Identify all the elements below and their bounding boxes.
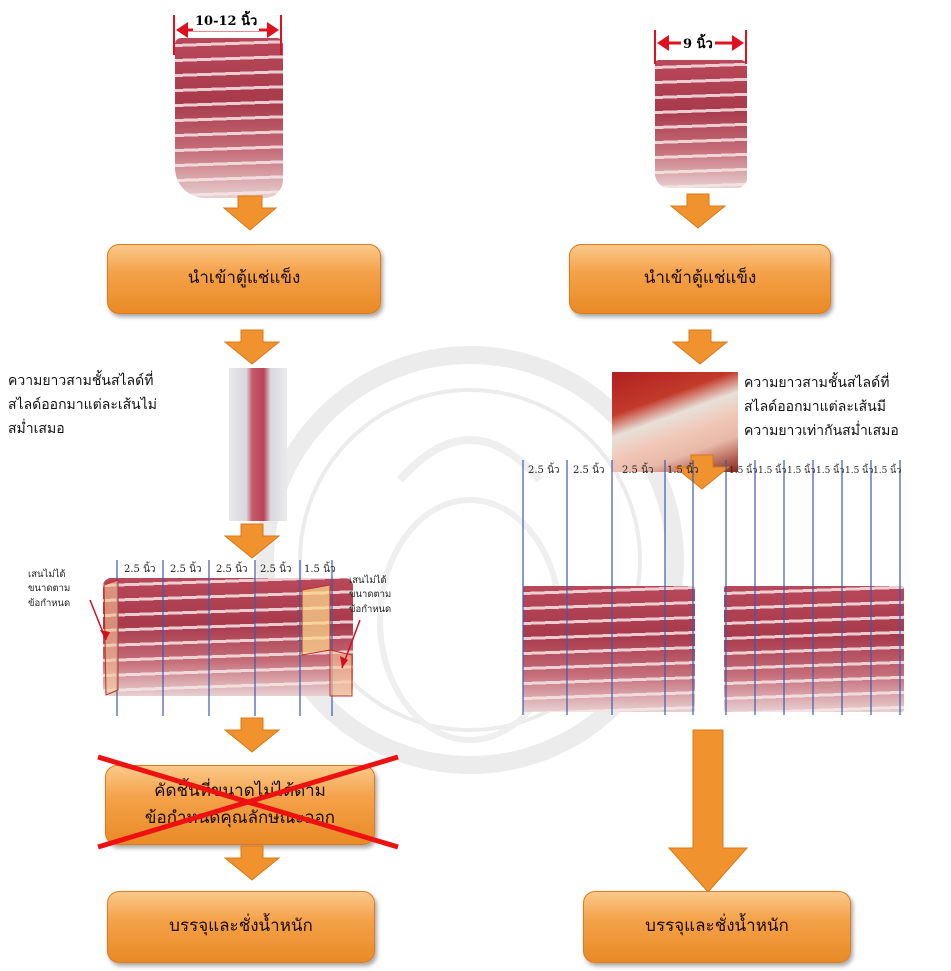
step-pack-weigh-right: บรรจุและชั่งน้ำหนัก — [583, 891, 851, 963]
